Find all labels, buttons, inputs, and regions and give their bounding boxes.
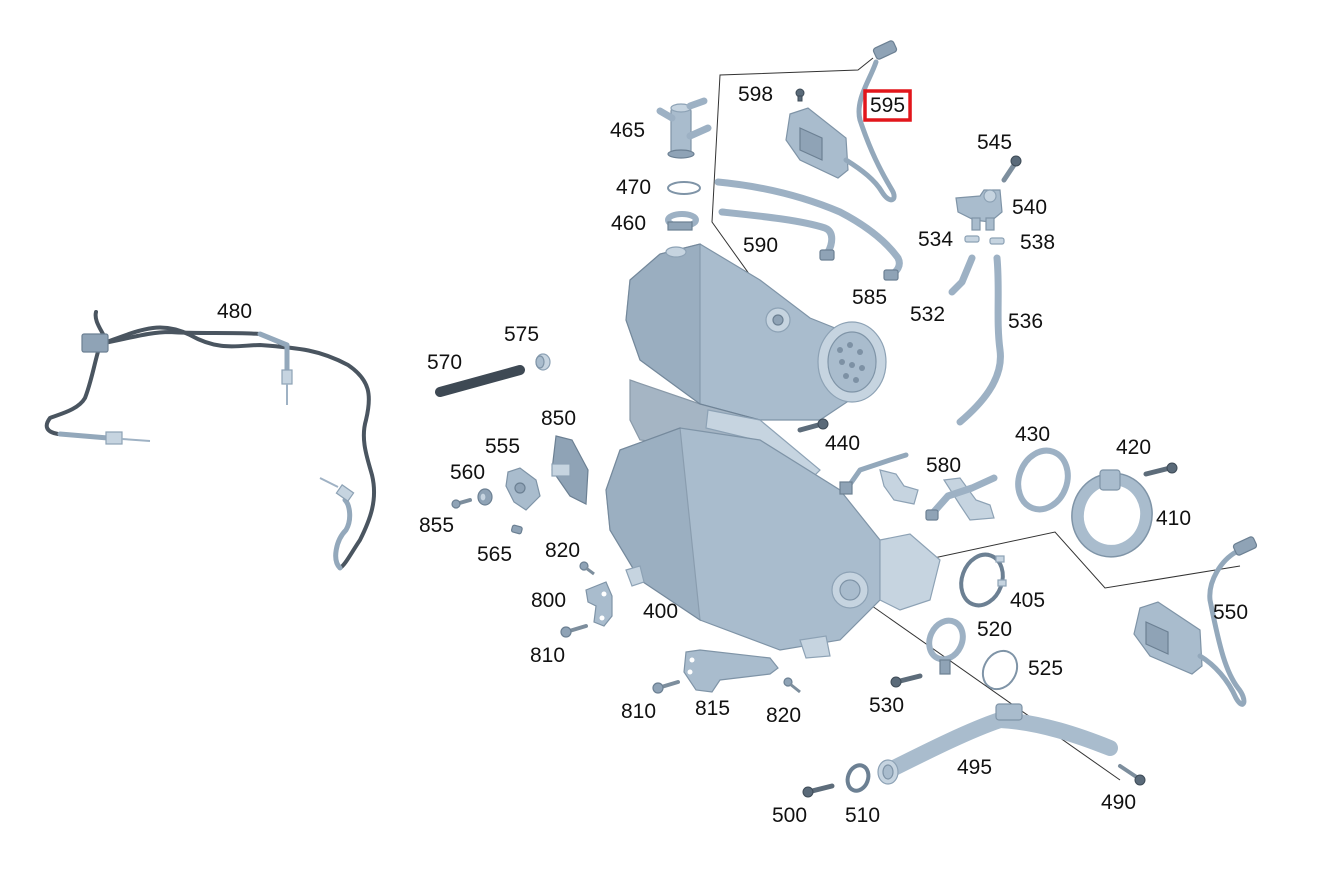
part-810-bolt-lower[interactable] [652,680,680,694]
part-label-470[interactable]: 470 [616,176,651,199]
part-400-dpf-scr-assembly[interactable] [605,243,941,659]
part-label-400[interactable]: 400 [643,600,678,623]
part-label-420[interactable]: 420 [1116,436,1151,459]
part-820-bolt-upper[interactable] [579,561,595,576]
part-855-bolt[interactable] [451,498,472,509]
part-545-bolt[interactable] [1001,155,1022,183]
part-label-536[interactable]: 536 [1008,310,1043,333]
part-500-bolt[interactable] [802,783,835,798]
part-820-bolt-lower[interactable] [783,677,801,694]
part-label-532[interactable]: 532 [910,303,945,326]
part-label-570[interactable]: 570 [427,351,462,374]
part-label-530[interactable]: 530 [869,694,904,717]
part-540-pressure-sensor[interactable] [955,189,1003,231]
part-536-hose[interactable] [956,254,1004,426]
part-410-v-clamp[interactable] [1062,464,1161,566]
part-420-bolt[interactable] [1143,462,1178,477]
part-460-clamp[interactable] [665,211,699,231]
part-label-850[interactable]: 850 [541,407,576,430]
part-label-810b[interactable]: 810 [621,700,656,723]
part-570-tube[interactable] [435,365,525,397]
part-465-valve-unit[interactable] [656,97,712,159]
part-label-480[interactable]: 480 [217,300,252,323]
part-label-465[interactable]: 465 [610,119,645,142]
part-label-820b[interactable]: 820 [766,704,801,727]
part-label-460[interactable]: 460 [611,212,646,235]
part-538-clip[interactable] [989,237,1005,245]
highlight-box [863,89,912,122]
part-595-nox-sensor[interactable] [785,40,898,203]
part-520-clamp[interactable] [923,615,969,675]
part-800-bracket[interactable] [585,581,613,627]
part-label-405[interactable]: 405 [1010,589,1045,612]
part-label-855[interactable]: 855 [419,514,454,537]
part-590-pressure-pipe[interactable] [718,208,836,261]
part-label-800[interactable]: 800 [531,589,566,612]
part-585-pressure-pipe[interactable] [714,178,903,281]
part-label-575[interactable]: 575 [504,323,539,346]
part-label-590[interactable]: 590 [743,234,778,257]
part-598-screw[interactable] [795,88,805,102]
part-490-bolt[interactable] [1118,764,1146,786]
part-label-525[interactable]: 525 [1028,657,1063,680]
part-label-820a[interactable]: 820 [545,539,580,562]
part-label-430[interactable]: 430 [1015,423,1050,446]
part-525-ring[interactable] [976,645,1024,696]
part-labels: 598 595 465 545 470 540 460 534 538 590 585 480 532 5… [217,83,1248,827]
part-label-538[interactable]: 538 [1020,231,1055,254]
part-label-595[interactable]: 595 [870,94,905,117]
part-label-555[interactable]: 555 [485,435,520,458]
part-label-510[interactable]: 510 [845,804,880,827]
part-480-temperature-sensor-harness[interactable] [44,310,377,571]
part-label-410[interactable]: 410 [1156,507,1191,530]
part-405-gasket[interactable] [954,549,1009,612]
part-580-pipe-bracket[interactable] [879,469,998,521]
part-530-bolt[interactable] [890,673,923,688]
part-470-seal-ring[interactable] [667,181,701,195]
part-560-nut[interactable] [477,488,493,506]
part-label-440[interactable]: 440 [825,432,860,455]
part-495-exhaust-pipe[interactable] [877,703,1118,785]
part-440-bolt[interactable] [797,418,829,433]
part-label-560[interactable]: 560 [450,461,485,484]
part-label-540[interactable]: 540 [1012,196,1047,219]
part-565-plug[interactable] [510,524,523,535]
part-label-815[interactable]: 815 [695,697,730,720]
part-550-nox-sensor[interactable] [1133,536,1258,707]
part-label-490[interactable]: 490 [1101,791,1136,814]
part-815-bracket[interactable] [683,649,779,693]
part-555-sensor-holder[interactable] [505,467,541,511]
part-label-585[interactable]: 585 [852,286,887,309]
part-510-gasket[interactable] [844,762,872,793]
part-430-seal-ring[interactable] [1010,444,1076,517]
part-532-hose[interactable] [948,254,976,296]
part-label-810a[interactable]: 810 [530,644,565,667]
part-label-550[interactable]: 550 [1213,601,1248,624]
part-850-heat-shield[interactable] [551,435,589,505]
part-label-598[interactable]: 598 [738,83,773,106]
part-label-565[interactable]: 565 [477,543,512,566]
part-810-bolt-upper[interactable] [560,624,588,638]
part-575-clamp[interactable] [535,353,551,371]
part-label-500[interactable]: 500 [772,804,807,827]
part-label-495[interactable]: 495 [957,756,992,779]
part-label-534[interactable]: 534 [918,228,953,251]
part-label-545[interactable]: 545 [977,131,1012,154]
part-label-520[interactable]: 520 [977,618,1012,641]
part-534-clip[interactable] [964,235,980,243]
part-label-580[interactable]: 580 [926,454,961,477]
